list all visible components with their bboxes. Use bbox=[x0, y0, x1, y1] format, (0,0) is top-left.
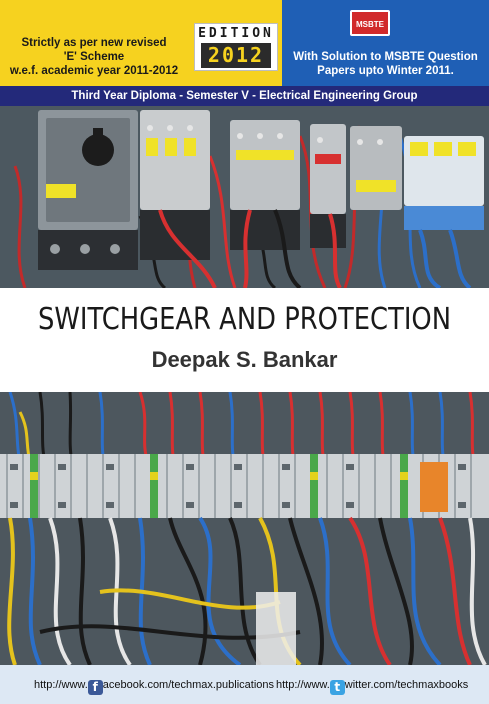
solution-text: With Solution to MSBTE Question Papers u… bbox=[284, 50, 487, 78]
scheme-line: 'E' Scheme bbox=[63, 51, 125, 63]
facebook-icon: f bbox=[87, 680, 103, 695]
facebook-url: acebook.com/techmax.publications bbox=[102, 679, 275, 691]
book-author: Deepak S. Bankar bbox=[151, 347, 338, 372]
scheme-line: Strictly as per new revised bbox=[21, 37, 167, 49]
book-title: SWITCHGEAR AND PROTECTION bbox=[37, 302, 452, 337]
twitter-url: witter.com/techmaxbooks bbox=[344, 679, 469, 691]
title-area: SWITCHGEAR AND PROTECTION Deepak S. Bank… bbox=[0, 288, 489, 392]
scheme-panel: Strictly as per new revised 'E' Scheme w… bbox=[0, 0, 188, 86]
edition-panel: EDITION 2012 bbox=[188, 0, 282, 86]
edition-badge: EDITION 2012 bbox=[194, 23, 278, 71]
scheme-line: w.e.f. academic year 2011-2012 bbox=[9, 65, 179, 77]
solution-panel: MSBTE With Solution to MSBTE Question Pa… bbox=[282, 0, 489, 86]
course-band: Third Year Diploma - Semester V - Electr… bbox=[0, 86, 489, 106]
panel-photo bbox=[0, 106, 489, 288]
twitter-prefix: http://www. bbox=[276, 679, 330, 691]
solution-line: Papers upto Winter 2011. bbox=[317, 65, 454, 77]
solution-line: With Solution to MSBTE Question bbox=[293, 51, 478, 63]
facebook-prefix: http://www. bbox=[34, 679, 88, 691]
msbte-logo: MSBTE bbox=[350, 10, 390, 36]
edition-label: EDITION bbox=[198, 26, 274, 41]
cover-header: Strictly as per new revised 'E' Scheme w… bbox=[0, 0, 489, 86]
twitter-icon: t bbox=[329, 680, 345, 695]
edition-year: 2012 bbox=[201, 43, 271, 68]
scheme-text: Strictly as per new revised 'E' Scheme w… bbox=[0, 36, 188, 78]
panel-illustration bbox=[0, 106, 489, 288]
wiring-photo bbox=[0, 392, 489, 665]
wiring-illustration bbox=[0, 392, 489, 665]
